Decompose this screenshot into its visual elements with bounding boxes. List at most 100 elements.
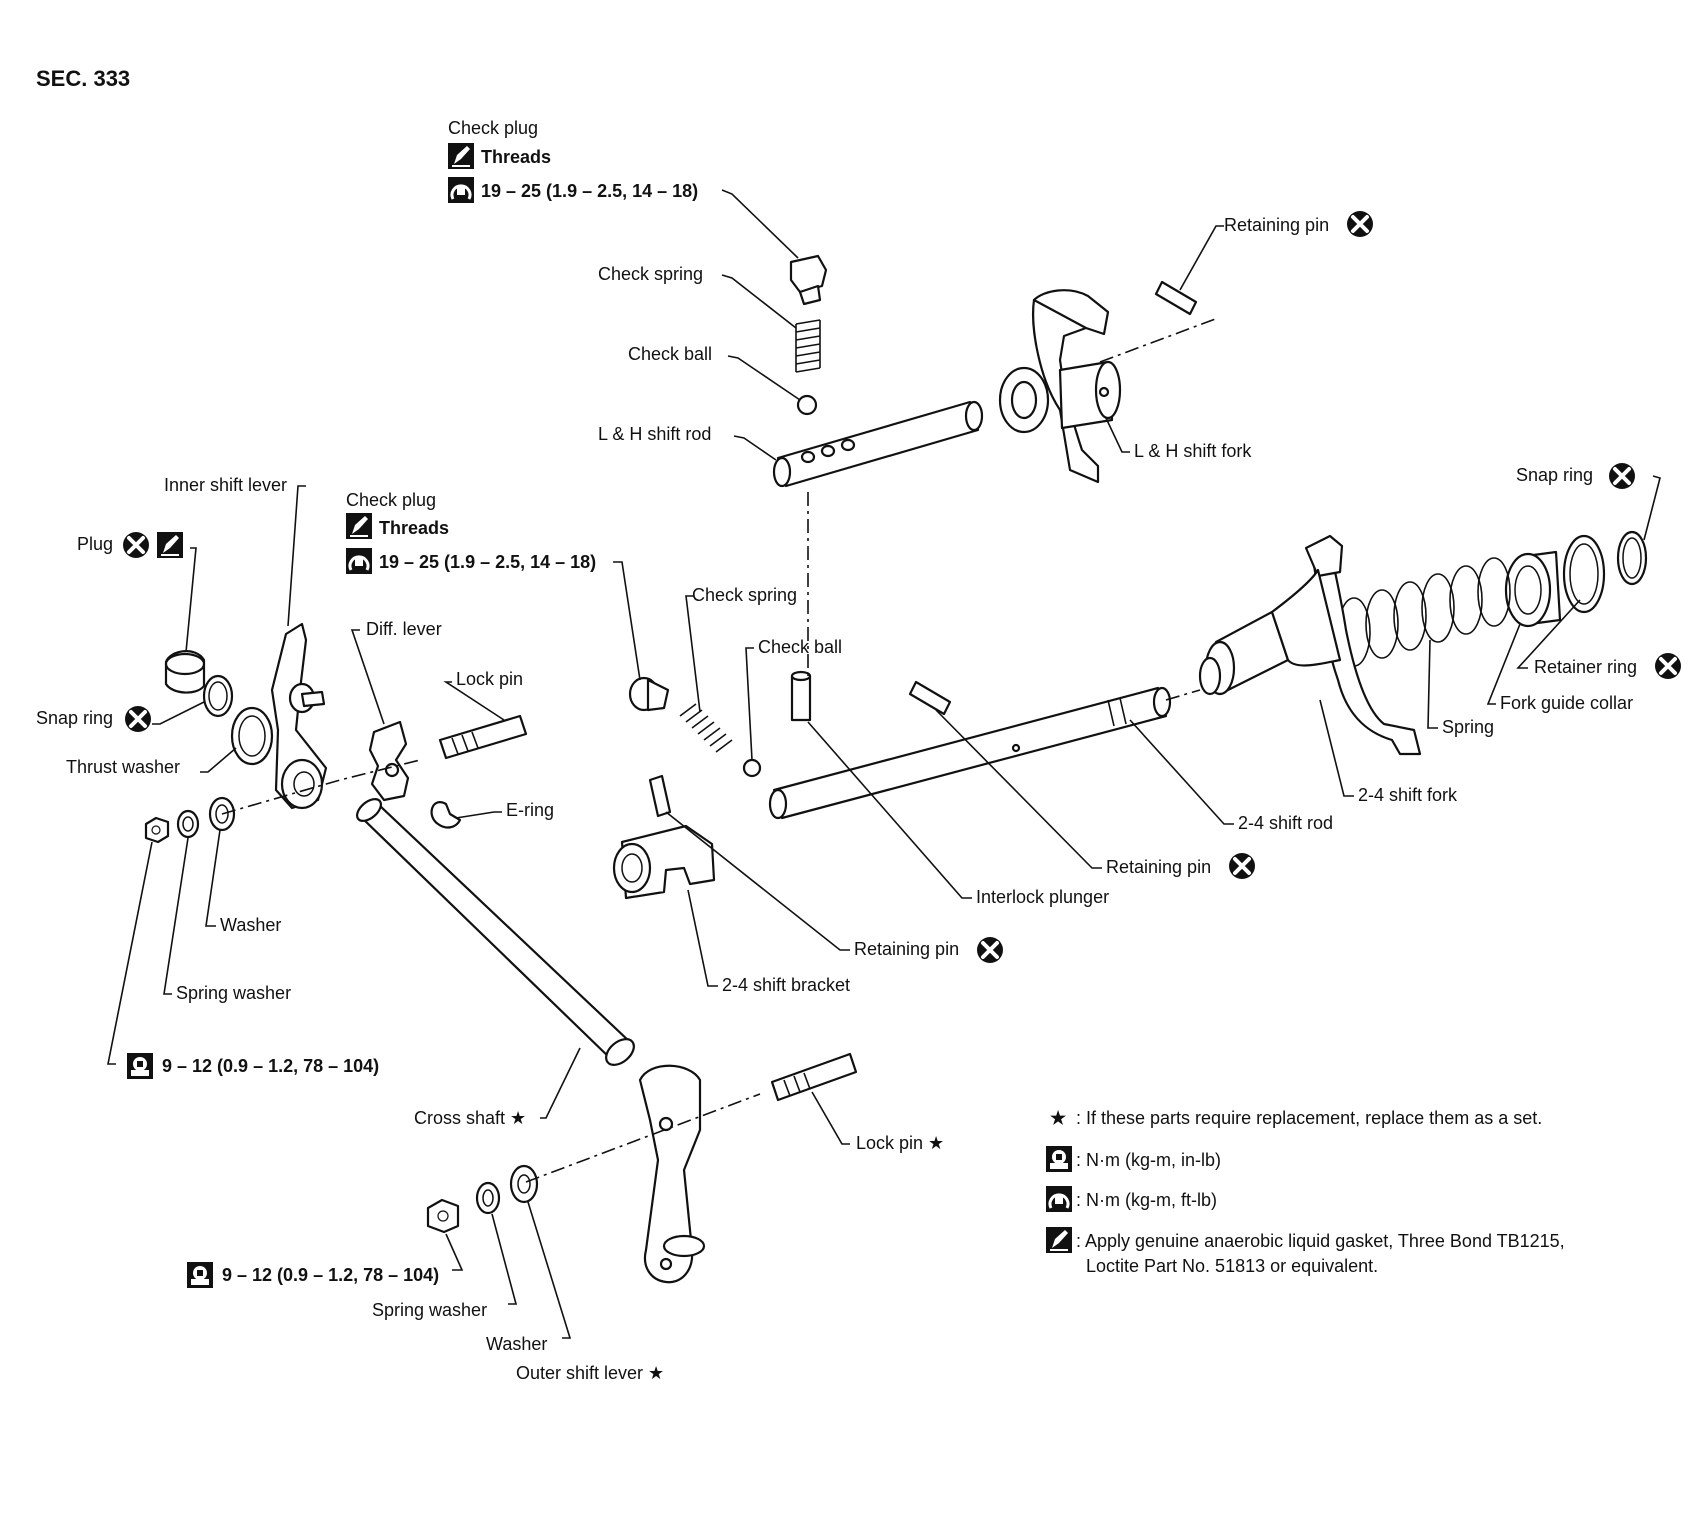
label-torque-check-plug-mid: 19 – 25 (1.9 – 2.5, 14 – 18) — [379, 552, 596, 572]
assembly-lines — [221, 317, 1219, 1183]
lh-shift-rod-part — [772, 400, 984, 488]
check-spring-top-part — [795, 319, 821, 373]
sealant-icon — [447, 142, 475, 170]
label-lh-shift-rod: L & H shift rod — [598, 424, 711, 444]
label-lh-shift-fork: L & H shift fork — [1134, 441, 1252, 461]
label-torque-nut-left: 9 – 12 (0.9 – 1.2, 78 – 104) — [162, 1056, 379, 1076]
spring-washer-bottom-part — [475, 1181, 501, 1215]
retaining-pin-low-part — [648, 774, 672, 818]
sealant-icon — [1045, 1226, 1073, 1254]
fork-guide-collar-part — [1504, 550, 1562, 628]
washer-bottom-part — [509, 1164, 539, 1204]
label-outer-shift-lever: Outer shift lever ★ — [516, 1363, 664, 1383]
label-thrust-washer: Thrust washer — [66, 757, 180, 777]
legend-torque-ftlb: : N·m (kg-m, ft-lb) — [1076, 1190, 1217, 1210]
label-check-spring-mid: Check spring — [692, 585, 797, 605]
label-washer-bottom: Washer — [486, 1334, 547, 1354]
section-number: SEC. 333 — [36, 66, 130, 91]
shift-bracket-24-part — [612, 824, 716, 900]
label-check-ball-top: Check ball — [628, 344, 712, 364]
plug-part — [164, 650, 206, 694]
label-check-spring-top: Check spring — [598, 264, 703, 284]
cross-shaft-part — [356, 798, 635, 1066]
replace-part-icon — [1607, 461, 1637, 491]
snap-ring-right-part — [1616, 530, 1648, 586]
e-ring-part — [430, 801, 462, 829]
legend-star-text: : If these parts require replacement, re… — [1076, 1108, 1542, 1128]
diff-lever-part — [368, 720, 410, 802]
interlock-plunger-part — [790, 670, 812, 722]
label-check-ball-mid: Check ball — [758, 637, 842, 657]
nut-bottom-part — [426, 1198, 460, 1234]
legend-gasket-line2: Loctite Part No. 51813 or equivalent. — [1086, 1256, 1378, 1276]
torque-inlb-icon — [1046, 1146, 1072, 1172]
torque-ftlb-icon — [446, 175, 476, 205]
label-threads-top: Threads — [481, 147, 551, 167]
label-spring-washer-left: Spring washer — [176, 983, 291, 1003]
label-check-plug-top: Check plug — [448, 118, 538, 138]
label-cross-shaft: Cross shaft ★ — [414, 1108, 526, 1128]
check-plug-top-part — [789, 254, 828, 306]
label-2-4-shift-fork: 2-4 shift fork — [1358, 785, 1458, 805]
label-check-plug-mid: Check plug — [346, 490, 436, 510]
retaining-pin-mid-part — [908, 680, 952, 716]
label-inner-shift-lever: Inner shift lever — [164, 475, 287, 495]
shift-fork-24-part — [1198, 534, 1422, 756]
check-ball-mid-part — [742, 758, 762, 778]
spring-part — [1337, 557, 1511, 667]
lock-pin-bottom-part — [770, 1052, 858, 1102]
label-lock-pin-bottom: Lock pin ★ — [856, 1133, 944, 1153]
label-washer-left: Washer — [220, 915, 281, 935]
replace-part-icon — [121, 530, 151, 560]
check-plug-mid-part — [628, 676, 670, 712]
label-spring-washer-bottom: Spring washer — [372, 1300, 487, 1320]
replace-part-icon — [1345, 209, 1375, 239]
legend-torque-inlb: : N·m (kg-m, in-lb) — [1076, 1150, 1221, 1170]
legend-gasket-line1: : Apply genuine anaerobic liquid gasket,… — [1076, 1231, 1565, 1251]
label-retaining-pin-top: Retaining pin — [1224, 215, 1329, 235]
spring-washer-left-part — [176, 809, 200, 839]
check-ball-top-part — [796, 394, 818, 416]
nut-left-part — [144, 816, 170, 844]
torque-ftlb-icon — [1044, 1184, 1074, 1214]
label-torque-check-plug-top: 19 – 25 (1.9 – 2.5, 14 – 18) — [481, 181, 698, 201]
label-spring: Spring — [1442, 717, 1494, 737]
inner-shift-lever-part — [270, 622, 328, 810]
outer-shift-lever-part — [638, 1064, 706, 1284]
shift-rod-24-part — [768, 686, 1172, 820]
leader-lines — [107, 189, 1661, 1339]
torque-inlb-icon — [187, 1262, 213, 1288]
label-e-ring: E-ring — [506, 800, 554, 820]
replace-part-icon — [123, 704, 153, 734]
legend-star-symbol: ★ — [1050, 1108, 1067, 1128]
label-snap-ring-left: Snap ring — [36, 708, 113, 728]
label-2-4-shift-bracket: 2-4 shift bracket — [722, 975, 850, 995]
lock-pin-top-part — [438, 714, 528, 760]
sealant-icon — [345, 512, 373, 540]
label-diff-lever: Diff. lever — [366, 619, 442, 639]
replace-part-icon — [975, 935, 1005, 965]
label-lock-pin-top: Lock pin — [456, 669, 523, 689]
sealant-icon — [156, 531, 184, 559]
label-snap-ring-right: Snap ring — [1516, 465, 1593, 485]
label-fork-guide-collar: Fork guide collar — [1500, 693, 1633, 713]
snap-ring-left-part — [202, 674, 234, 718]
label-2-4-shift-rod: 2-4 shift rod — [1238, 813, 1333, 833]
thrust-washer-part — [230, 706, 274, 766]
lh-shift-fork-part — [998, 289, 1122, 484]
torque-ftlb-icon — [344, 546, 374, 576]
label-threads-mid: Threads — [379, 518, 449, 538]
retaining-pin-top-part — [1154, 280, 1198, 316]
torque-inlb-icon — [127, 1053, 153, 1079]
label-retaining-pin-mid: Retaining pin — [1106, 857, 1211, 877]
check-spring-mid-part — [679, 703, 733, 753]
label-interlock-plunger: Interlock plunger — [976, 887, 1109, 907]
retainer-ring-part — [1562, 534, 1606, 614]
label-torque-nut-bottom: 9 – 12 (0.9 – 1.2, 78 – 104) — [222, 1265, 439, 1285]
replace-part-icon — [1227, 851, 1257, 881]
legend: ★ : If these parts require replacement, … — [1044, 1108, 1565, 1276]
label-retainer-ring: Retainer ring — [1534, 657, 1637, 677]
replace-part-icon — [1653, 651, 1683, 681]
